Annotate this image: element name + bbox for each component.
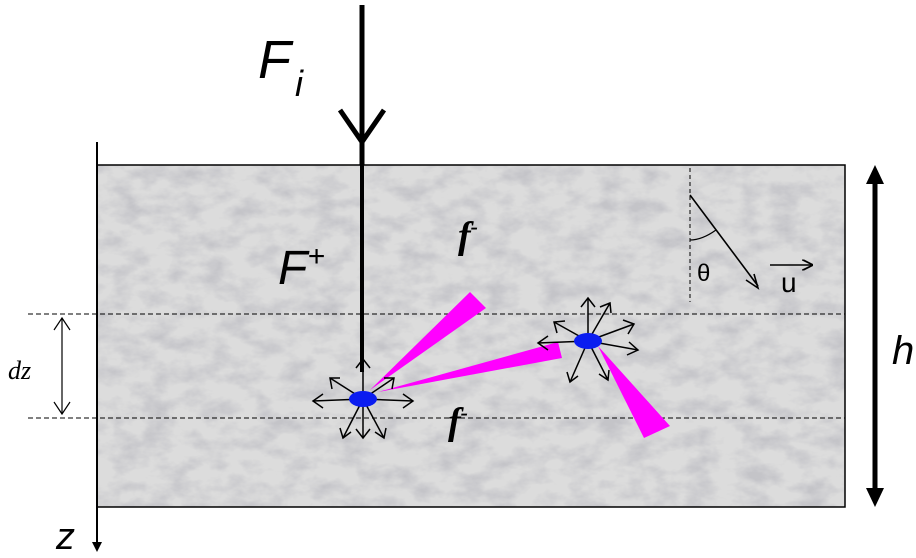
forward-flux-label: F+ xyxy=(278,240,325,295)
scatterer-particle xyxy=(574,333,602,349)
dz-label: dz xyxy=(8,356,31,385)
direction-vector-label: u xyxy=(781,267,797,298)
scatter-cones xyxy=(370,292,670,438)
scatterer-particle xyxy=(349,391,377,407)
angle-label: θ xyxy=(697,260,710,287)
scatterer-right xyxy=(536,296,640,384)
medium-slab xyxy=(96,164,846,508)
direction-angle-indicator xyxy=(689,168,760,302)
depth-axis xyxy=(92,142,102,552)
layer-thickness-marker xyxy=(53,316,71,416)
upper-flux-label: f- xyxy=(458,214,478,257)
total-thickness-label: h xyxy=(892,329,914,373)
scatter-cone-upper xyxy=(370,292,486,390)
scatter-cone-down xyxy=(598,346,670,438)
scatterer-left xyxy=(311,357,415,440)
scatter-cone-right xyxy=(378,342,562,392)
incident-flux-arrow xyxy=(337,5,387,165)
direction-vector: u xyxy=(770,265,812,298)
marble-texture xyxy=(97,165,845,507)
total-thickness-arrow xyxy=(866,165,884,507)
depth-axis-label: z xyxy=(55,516,75,558)
lower-flux-label: f- xyxy=(448,400,468,443)
